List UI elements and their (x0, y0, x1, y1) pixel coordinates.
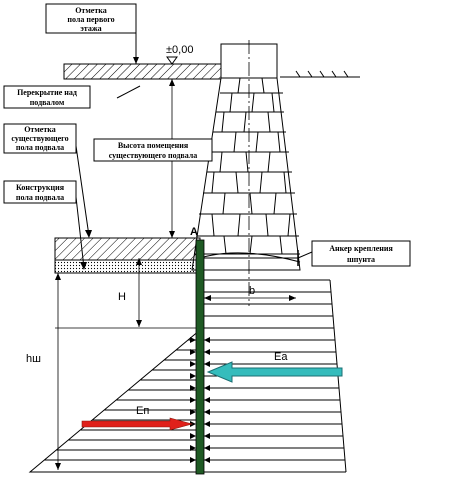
svg-text:пола подвала: пола подвала (16, 193, 64, 202)
svg-text:существующего: существующего (11, 134, 68, 143)
first-floor-mark-label: Отметка пола первого этажа (67, 6, 114, 33)
slab-over-basement-label: Перекрытие над подвалом (17, 88, 77, 107)
svg-text:Конструкция: Конструкция (16, 183, 65, 192)
svg-text:шпунта: шпунта (347, 255, 375, 264)
svg-text:Высота помещения: Высота помещения (118, 141, 189, 150)
active-pressure-arrow (206, 361, 343, 383)
basement-floor-hatch (54, 237, 201, 261)
dimension-hsh (30, 273, 196, 473)
basement-floor-base (54, 259, 201, 274)
ep-label: Eп (136, 405, 149, 417)
first-floor-slab (63, 63, 235, 80)
svg-text:Перекрытие над: Перекрытие над (17, 88, 77, 97)
sheet-pile (195, 239, 205, 475)
dim-b-label: b (249, 285, 255, 297)
anchor-label: Анкер крепления шпунта (329, 244, 393, 264)
svg-text:Анкер крепления: Анкер крепления (329, 244, 393, 253)
svg-text:существующего подвала: существующего подвала (109, 151, 198, 160)
zero-mark-label: ±0,00 (166, 44, 193, 56)
passive-pressure-wedge (28, 328, 201, 473)
dimension-h (55, 258, 196, 329)
svg-text:пола подвала: пола подвала (16, 143, 64, 152)
svg-text:Отметка: Отметка (75, 6, 107, 15)
svg-text:Отметка: Отметка (24, 125, 56, 134)
ea-label: Ea (274, 351, 288, 363)
floor-construction-label: Конструкция пола подвала (16, 183, 65, 202)
passive-pressure-arrow (81, 417, 194, 431)
zero-mark-triangle (166, 56, 178, 65)
dim-hsh-label: hш (26, 353, 41, 365)
svg-text:подвалом: подвалом (30, 98, 65, 107)
svg-text:пола первого: пола первого (67, 15, 114, 24)
existing-floor-mark-label: Отметка существующего пола подвала (11, 125, 68, 152)
dimension-b (204, 295, 296, 301)
masonry-wall (191, 43, 301, 271)
point-a-label: A (190, 226, 198, 238)
room-height-label: Высота помещения существующего подвала (109, 141, 198, 160)
ground-surface (280, 70, 360, 78)
dim-h-label: H (118, 291, 126, 303)
svg-text:этажа: этажа (80, 24, 101, 33)
